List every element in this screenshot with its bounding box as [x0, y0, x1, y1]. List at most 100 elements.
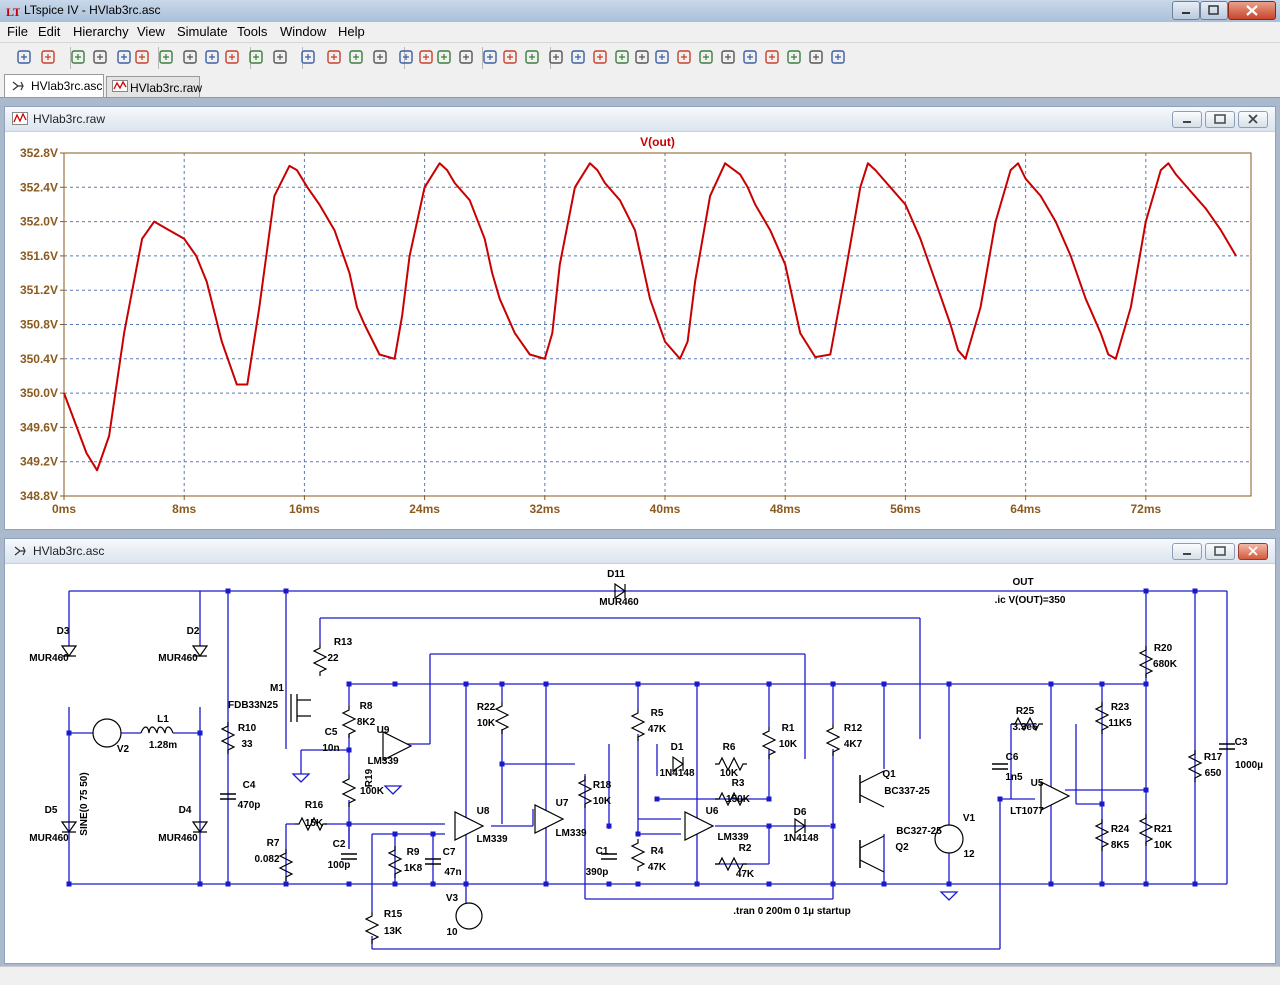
schematic-label[interactable]: 1n5	[1005, 772, 1023, 783]
schematic-label[interactable]: R1	[782, 723, 795, 734]
tab-schematic[interactable]: HVlab3rc.asc	[4, 74, 104, 97]
undo-button[interactable]	[718, 47, 738, 67]
schematic-label[interactable]: C6	[1006, 752, 1019, 763]
schematic-label[interactable]: 650	[1205, 768, 1222, 779]
schematic-label[interactable]: U8	[477, 806, 490, 817]
menu-simulate[interactable]: Simulate	[177, 24, 228, 39]
fit-button[interactable]	[270, 47, 290, 67]
schematic-label[interactable]: 47K	[736, 869, 755, 880]
schematic-label[interactable]: 12	[963, 849, 975, 860]
schematic-label[interactable]: R22	[477, 702, 496, 713]
control-panel-button[interactable]	[90, 47, 110, 67]
print-button[interactable]	[480, 47, 500, 67]
trace-vout[interactable]	[63, 162, 1237, 472]
schematic-label[interactable]: R25	[1016, 706, 1035, 717]
zoom-cancel-button[interactable]	[222, 47, 242, 67]
draw-wire-button[interactable]	[500, 47, 520, 67]
schematic-label[interactable]: R3	[732, 778, 745, 789]
schematic-label[interactable]: OUT	[1012, 577, 1033, 588]
schematic-label[interactable]: U6	[706, 806, 719, 817]
schematic-label[interactable]: 15K	[305, 818, 324, 829]
schematic-label[interactable]: MUR460	[599, 597, 639, 608]
schematic-label[interactable]: BC337-25	[884, 786, 930, 797]
schematic-label[interactable]: 680K	[1153, 659, 1178, 670]
schematic-label[interactable]: 470p	[238, 800, 261, 811]
schematic-label[interactable]: R7	[267, 838, 280, 849]
schematic-label[interactable]: 1N4148	[783, 833, 818, 844]
schematic-label[interactable]: R16	[305, 800, 324, 811]
schematic-label[interactable]: C3	[1235, 737, 1248, 748]
menu-window[interactable]: Window	[280, 24, 327, 39]
minimize-button[interactable]	[1172, 1, 1200, 20]
schematic-label[interactable]: R6	[723, 742, 736, 753]
waveform-maximize-button[interactable]	[1205, 111, 1235, 128]
paste-button[interactable]	[416, 47, 436, 67]
schematic-label[interactable]: SINE(0 75 50)	[79, 772, 90, 835]
schematic-label[interactable]: D1	[671, 742, 684, 753]
schematic-label[interactable]: LM339	[555, 828, 587, 839]
restore-button[interactable]	[1200, 1, 1228, 20]
schematic-label[interactable]: MUR460	[158, 653, 198, 664]
schematic-label[interactable]: M1	[270, 683, 284, 694]
schematic-label[interactable]: U9	[377, 725, 390, 736]
schematic-label[interactable]: 13K	[384, 926, 403, 937]
schematic-close-button[interactable]	[1238, 543, 1268, 560]
schematic-label[interactable]: 47n	[444, 867, 461, 878]
schematic-label[interactable]: 150K	[726, 794, 751, 805]
schematic-label[interactable]: U5	[1031, 778, 1044, 789]
schematic-label[interactable]: L1	[157, 714, 169, 725]
schematic-label[interactable]: 10	[446, 927, 458, 938]
schematic-label[interactable]: 100p	[328, 860, 351, 871]
schematic-label[interactable]: 10n	[322, 743, 339, 754]
redo-button[interactable]	[740, 47, 760, 67]
drag-button[interactable]	[696, 47, 716, 67]
schematic-label[interactable]: 11K5	[1108, 718, 1132, 729]
close-window-button[interactable]	[346, 47, 366, 67]
schematic-label[interactable]: R13	[334, 637, 353, 648]
schematic-label[interactable]: LM339	[717, 832, 749, 843]
schematic-label[interactable]: 33	[241, 739, 253, 750]
schematic-minimize-button[interactable]	[1172, 543, 1202, 560]
find-button[interactable]	[434, 47, 454, 67]
schematic-label[interactable]: Q1	[882, 769, 896, 780]
schematic-label[interactable]: LM339	[367, 756, 399, 767]
schematic-label[interactable]: 8K5	[1111, 840, 1130, 851]
schematic-label[interactable]: R2	[739, 843, 752, 854]
schematic-label[interactable]: C4	[243, 780, 256, 791]
schematic-label[interactable]: MUR460	[158, 833, 198, 844]
schematic-label[interactable]: R10	[238, 723, 257, 734]
schematic-label[interactable]: D6	[794, 807, 807, 818]
schematic-label[interactable]: R21	[1154, 824, 1173, 835]
schematic-label[interactable]: V1	[963, 813, 976, 824]
schematic-label[interactable]: 47K	[648, 724, 667, 735]
schematic-label[interactable]: C5	[325, 727, 338, 738]
copy-button[interactable]	[396, 47, 416, 67]
schematic-label[interactable]: R18	[593, 780, 612, 791]
close-button[interactable]	[1228, 1, 1276, 20]
schematic-label[interactable]: LT1077	[1010, 806, 1044, 817]
schematic-label[interactable]: LM339	[476, 834, 508, 845]
schematic-label[interactable]: R24	[1111, 824, 1130, 835]
save-button[interactable]	[68, 47, 88, 67]
schematic-label[interactable]: R20	[1154, 643, 1173, 654]
schematic-label[interactable]: C7	[443, 847, 456, 858]
menu-help[interactable]: Help	[338, 24, 365, 39]
ground-button[interactable]	[522, 47, 542, 67]
schematic-label[interactable]: 3.3e6	[1012, 722, 1037, 733]
trace-label[interactable]: V(out)	[640, 135, 675, 149]
schematic-label[interactable]: D11	[607, 569, 625, 580]
schematic-label[interactable]: 22	[327, 653, 339, 664]
schematic-label[interactable]: D4	[179, 805, 192, 816]
text-button[interactable]	[806, 47, 826, 67]
schematic-label[interactable]: D5	[45, 805, 58, 816]
schematic-label[interactable]: BC327-25	[896, 826, 942, 837]
mirror-button[interactable]	[784, 47, 804, 67]
move-button[interactable]	[674, 47, 694, 67]
schematic-label[interactable]: 390p	[586, 867, 609, 878]
schematic-label[interactable]: 10K	[593, 796, 612, 807]
waveform-minimize-button[interactable]	[1172, 111, 1202, 128]
schematic-maximize-button[interactable]	[1205, 543, 1235, 560]
schematic-label[interactable]: U7	[556, 798, 569, 809]
tab-waveform[interactable]: HVlab3rc.raw	[106, 76, 202, 97]
schematic-label[interactable]: 10K	[779, 739, 798, 750]
